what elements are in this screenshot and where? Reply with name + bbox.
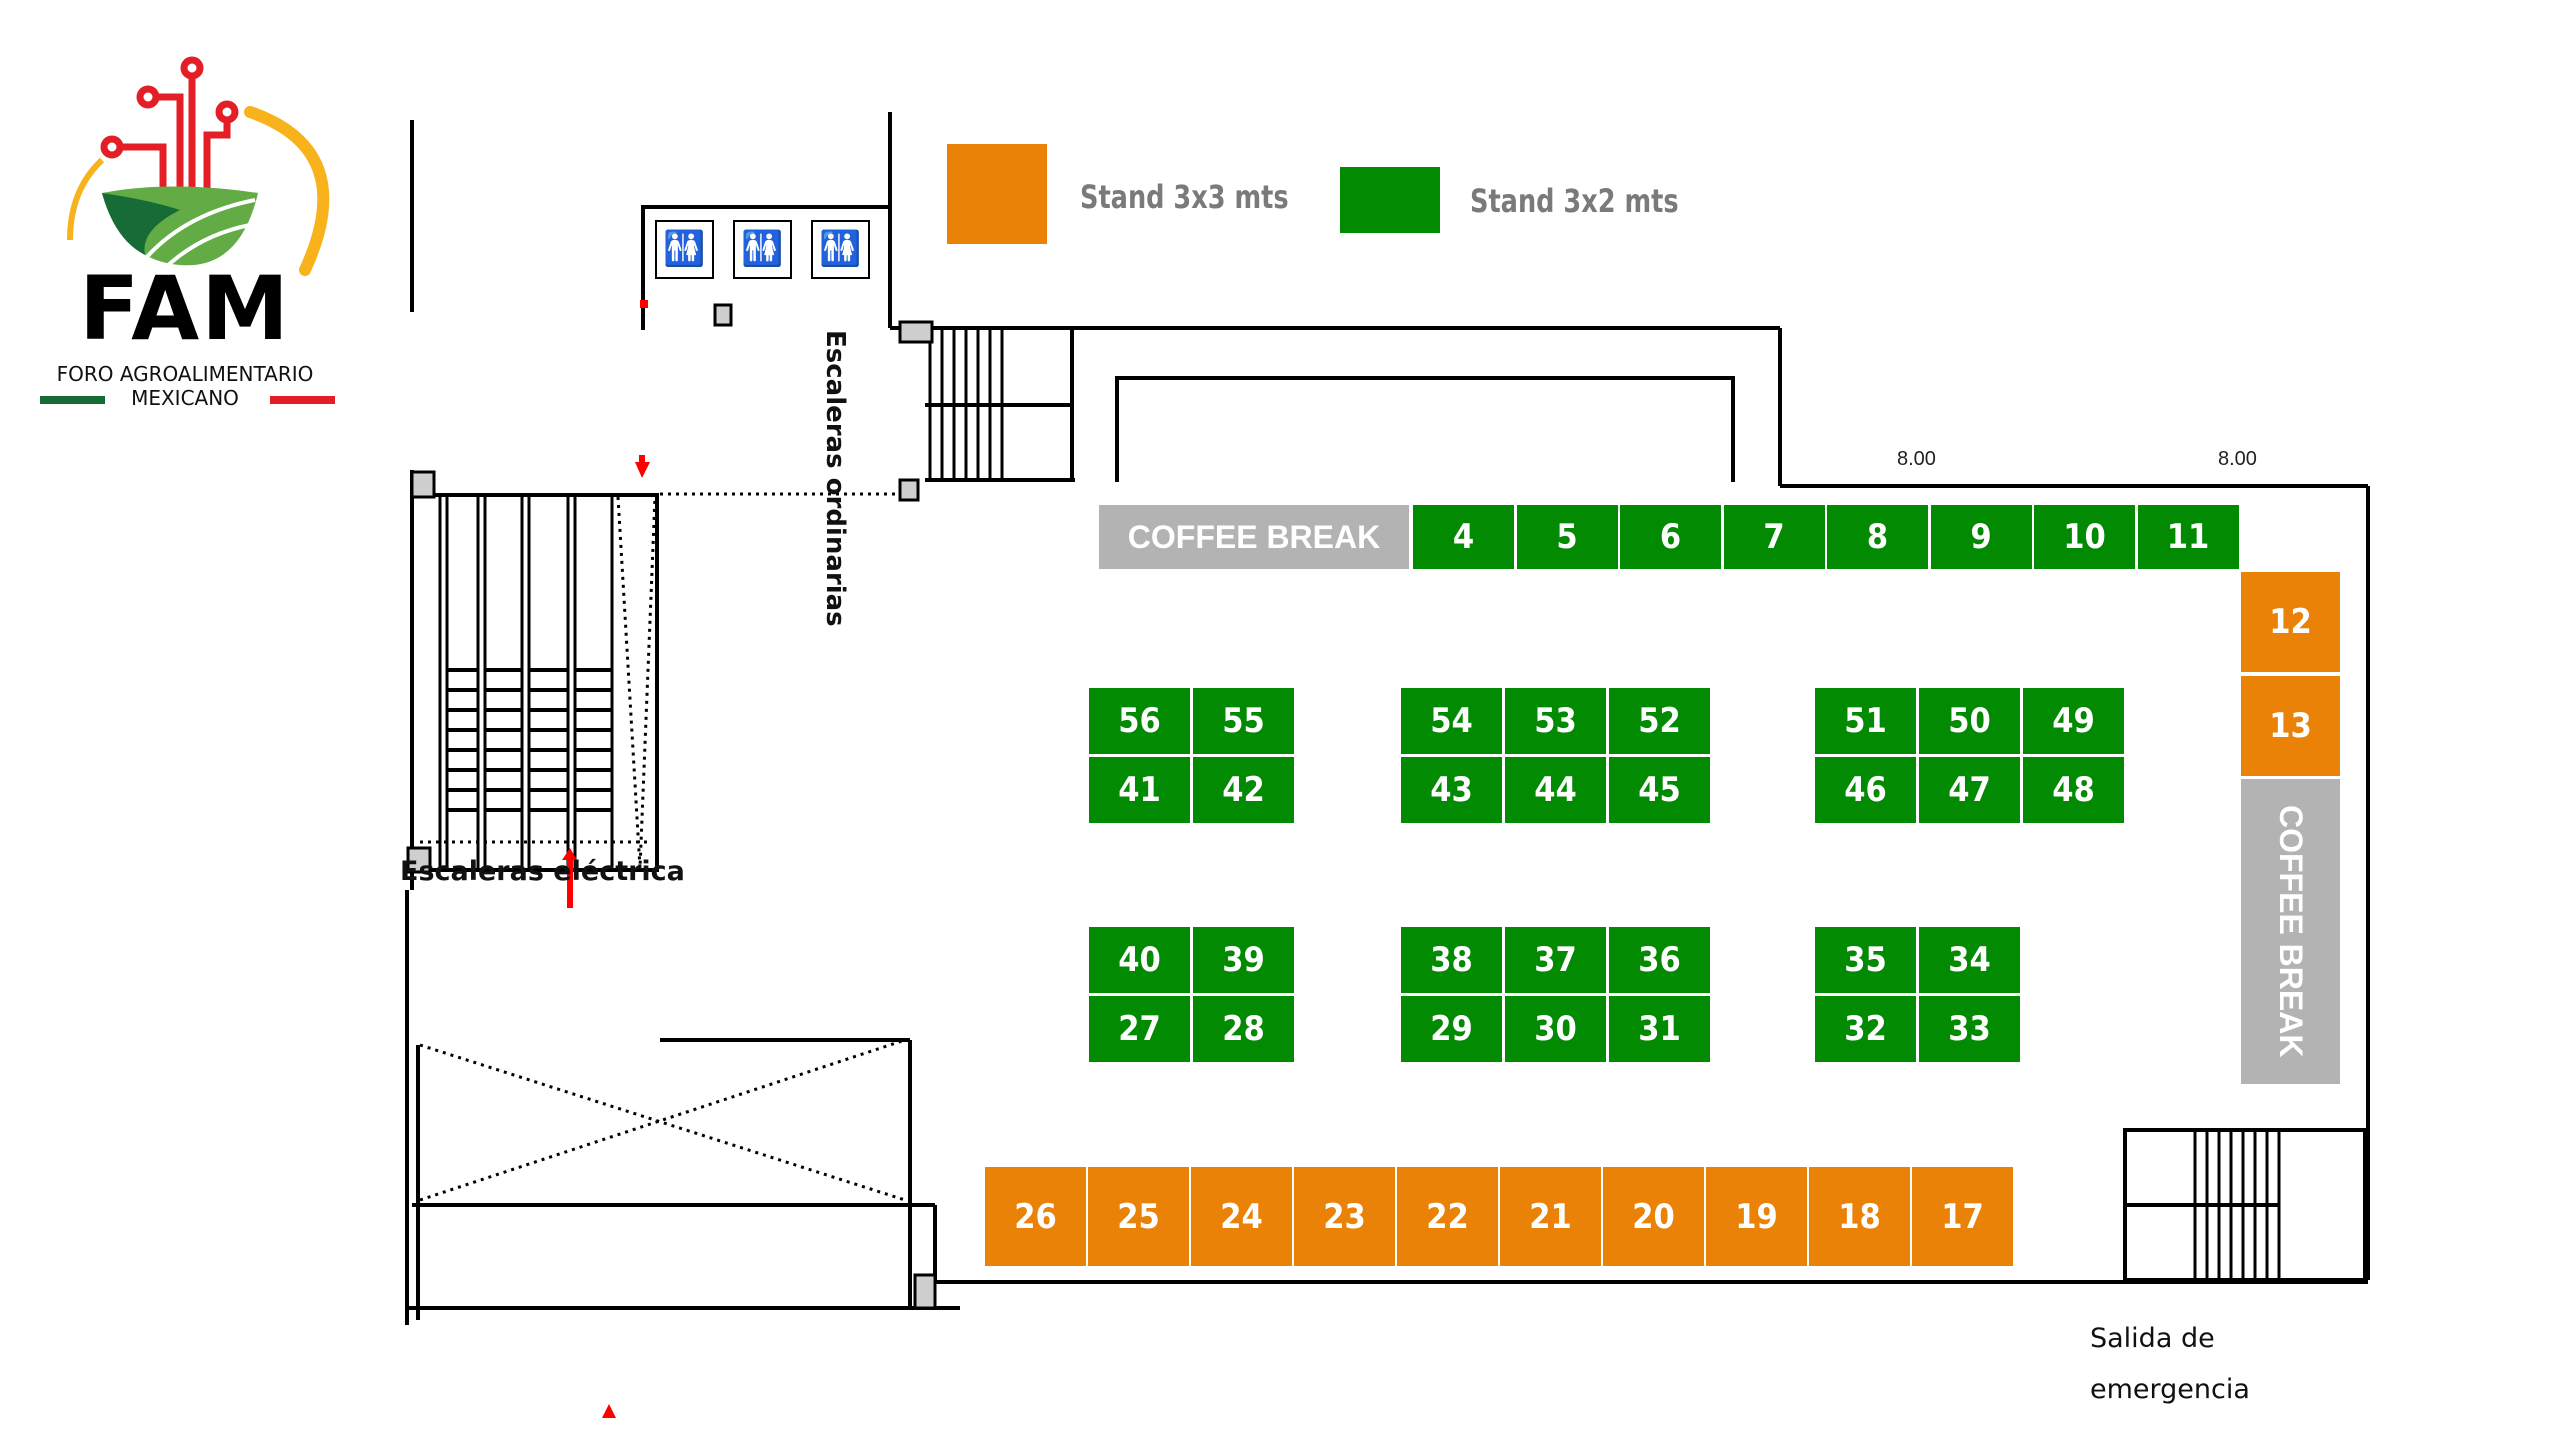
- stand-35[interactable]: 35: [1815, 927, 1916, 993]
- stand-43[interactable]: 43: [1401, 757, 1502, 823]
- stand-39[interactable]: 39: [1193, 927, 1294, 993]
- coffee-break-right-label: COFFEE BREAK: [2273, 805, 2309, 1058]
- stand-21[interactable]: 21: [1500, 1167, 1601, 1266]
- stand-5[interactable]: 5: [1516, 505, 1618, 569]
- legend-swatch-3x2: [1340, 167, 1440, 233]
- stand-22[interactable]: 22: [1397, 1167, 1498, 1266]
- stand-19[interactable]: 19: [1706, 1167, 1807, 1266]
- stand-23[interactable]: 23: [1294, 1167, 1395, 1266]
- stand-41[interactable]: 41: [1089, 757, 1190, 823]
- stand-20[interactable]: 20: [1603, 1167, 1704, 1266]
- stand-4[interactable]: 4: [1413, 505, 1514, 569]
- logo-acronym: FAM: [79, 257, 291, 360]
- stand-34[interactable]: 34: [1919, 927, 2020, 993]
- stand-8[interactable]: 8: [1827, 505, 1928, 569]
- stand-33[interactable]: 33: [1919, 996, 2020, 1062]
- stand-47[interactable]: 47: [1919, 757, 2020, 823]
- emergency-exit-label-2: emergencia: [2090, 1374, 2250, 1405]
- stand-38[interactable]: 38: [1401, 927, 1502, 993]
- stand-37[interactable]: 37: [1505, 927, 1606, 993]
- stand-27[interactable]: 27: [1089, 996, 1190, 1062]
- stand-50[interactable]: 50: [1919, 688, 2020, 754]
- stand-9[interactable]: 9: [1930, 505, 2032, 569]
- dimension-label: 8.00: [2218, 448, 2257, 470]
- elevator-icon: 🚻: [733, 220, 792, 279]
- logo-line2: MEXICANO: [131, 386, 239, 410]
- stand-53[interactable]: 53: [1505, 688, 1606, 754]
- legend-label-3x2: Stand 3x2 mts: [1470, 182, 1679, 220]
- dimension-label: 8.00: [1897, 448, 1936, 470]
- stand-31[interactable]: 31: [1609, 996, 1710, 1062]
- stand-6[interactable]: 6: [1620, 505, 1721, 569]
- stand-48[interactable]: 48: [2023, 757, 2124, 823]
- logo-red-bar: [270, 396, 335, 404]
- legend-label-3x3: Stand 3x3 mts: [1080, 178, 1289, 216]
- stand-32[interactable]: 32: [1815, 996, 1916, 1062]
- legend-swatch-3x3: [947, 144, 1047, 244]
- fam-logo: FAM FORO AGROALIMENTARIO MEXICANO: [30, 40, 340, 420]
- stand-26[interactable]: 26: [985, 1167, 1086, 1266]
- elevator-icon: 🚻: [811, 220, 870, 279]
- stand-46[interactable]: 46: [1815, 757, 1916, 823]
- escalator-steps: [447, 668, 612, 812]
- arrow-up-icon: [562, 848, 577, 860]
- stand-29[interactable]: 29: [1401, 996, 1502, 1062]
- stand-36[interactable]: 36: [1609, 927, 1710, 993]
- stand-18[interactable]: 18: [1809, 1167, 1910, 1266]
- stand-13[interactable]: 13: [2241, 676, 2340, 776]
- coffee-break-right: COFFEE BREAK: [2241, 779, 2340, 1084]
- stand-51[interactable]: 51: [1815, 688, 1916, 754]
- logo-green-bar: [40, 396, 105, 404]
- stand-25[interactable]: 25: [1088, 1167, 1189, 1266]
- stand-10[interactable]: 10: [2034, 505, 2135, 569]
- escalators-label: Escaleras eléctrica: [400, 856, 685, 887]
- marker-triangle-icon: [602, 1404, 616, 1418]
- stand-24[interactable]: 24: [1191, 1167, 1292, 1266]
- stand-56[interactable]: 56: [1089, 688, 1190, 754]
- elevator-icon: 🚻: [655, 220, 714, 279]
- stand-40[interactable]: 40: [1089, 927, 1190, 993]
- stand-52[interactable]: 52: [1609, 688, 1710, 754]
- stand-30[interactable]: 30: [1505, 996, 1606, 1062]
- logo-line1: FORO AGROALIMENTARIO: [56, 362, 314, 386]
- stand-7[interactable]: 7: [1723, 505, 1825, 569]
- stand-49[interactable]: 49: [2023, 688, 2124, 754]
- stand-28[interactable]: 28: [1193, 996, 1294, 1062]
- stand-54[interactable]: 54: [1401, 688, 1502, 754]
- coffee-break-top: COFFEE BREAK: [1099, 505, 1409, 569]
- stand-45[interactable]: 45: [1609, 757, 1710, 823]
- elevator-group: 🚻 🚻 🚻: [655, 200, 875, 310]
- emergency-exit-label-1: Salida de: [2090, 1323, 2215, 1354]
- stand-17[interactable]: 17: [1912, 1167, 2013, 1266]
- stand-55[interactable]: 55: [1193, 688, 1294, 754]
- stand-11[interactable]: 11: [2137, 505, 2239, 569]
- stand-12[interactable]: 12: [2241, 572, 2340, 672]
- arrow-down-icon: [635, 462, 650, 478]
- stairs-ordinary-label: Escaleras ordinarias: [820, 330, 850, 627]
- stand-42[interactable]: 42: [1193, 757, 1294, 823]
- logo-emblem-icon: [67, 56, 330, 276]
- stand-44[interactable]: 44: [1505, 757, 1606, 823]
